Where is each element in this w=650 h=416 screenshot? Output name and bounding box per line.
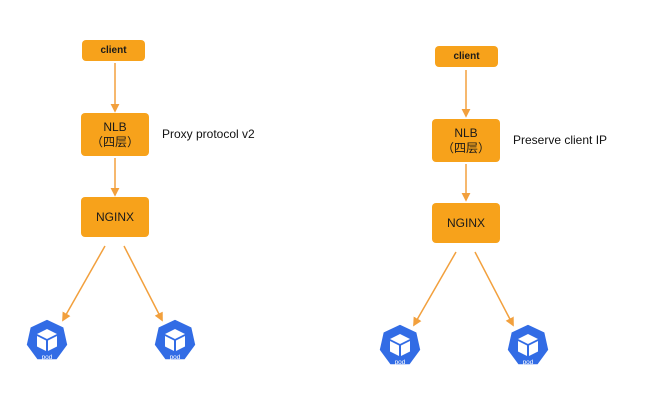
pod-label: pod — [395, 359, 406, 366]
nlb-layer-label: （四层） — [90, 134, 139, 149]
pod-label: pod — [170, 354, 181, 361]
pod-label: pod — [42, 354, 53, 361]
arrow-nginx-to-pod2-left — [123, 245, 163, 322]
kubernetes-pod-icon: pod — [378, 323, 422, 366]
nlb-layer-label: （四层） — [441, 140, 490, 155]
pod-right-1: pod — [377, 323, 423, 369]
nginx-label: NGINX — [95, 210, 134, 224]
pod-left-2: pod — [152, 318, 198, 364]
nginx-label: NGINX — [446, 216, 485, 230]
nlb-annotation-left: Proxy protocol v2 — [162, 127, 255, 141]
pod-right-2: pod — [505, 323, 551, 369]
nlb-label: NLB — [454, 125, 478, 140]
nlb-label: NLB — [103, 119, 127, 134]
pod-left-1: pod — [24, 318, 70, 364]
pod-label: pod — [523, 359, 534, 366]
kubernetes-pod-icon: pod — [506, 323, 550, 366]
client-node-left: client — [82, 40, 145, 61]
nginx-node-right: NGINX — [432, 203, 500, 243]
kubernetes-pod-icon: pod — [153, 318, 197, 361]
kubernetes-pod-icon: pod — [25, 318, 69, 361]
client-node-right: client — [435, 46, 498, 67]
client-label: client — [100, 45, 127, 56]
arrow-nginx-to-pod1-left — [62, 245, 106, 322]
nlb-node-right: NLB （四层） — [432, 119, 500, 162]
arrow-nginx-to-pod2-right — [474, 251, 514, 327]
nlb-annotation-right: Preserve client IP — [513, 133, 608, 147]
arrow-nginx-to-pod1-right — [413, 251, 457, 327]
client-label: client — [453, 51, 480, 62]
nginx-node-left: NGINX — [81, 197, 149, 237]
nlb-node-left: NLB （四层） — [81, 113, 149, 156]
